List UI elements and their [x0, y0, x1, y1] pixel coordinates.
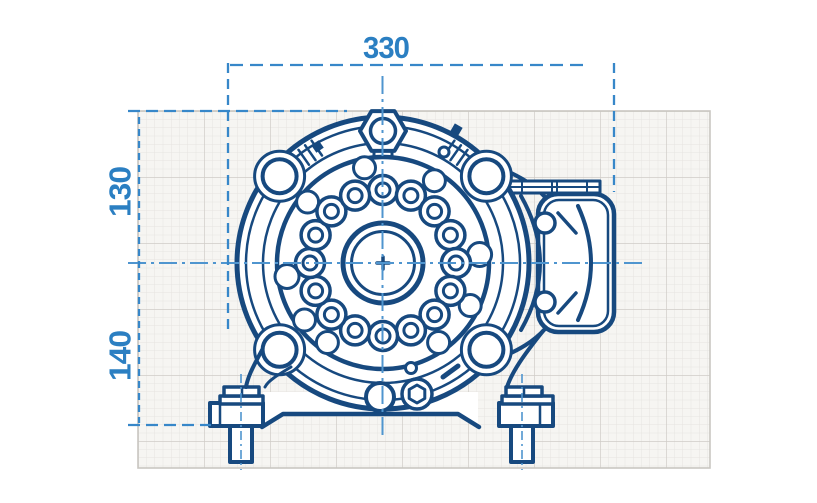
clip-tab-right: [450, 123, 463, 136]
dimension-height-lower-140: 140: [103, 331, 211, 427]
housing-bolt-lower: [533, 290, 557, 314]
drain-plug: [400, 377, 434, 411]
left-foot-plate: [208, 401, 265, 428]
top-hex-bolt: [358, 109, 408, 160]
clip-tab-left: [311, 140, 324, 153]
bottom-details: [244, 348, 461, 413]
housing-bolt-upper: [533, 211, 557, 235]
centerlines: [128, 76, 646, 470]
base-underside-edge: [259, 411, 482, 430]
roller-bearing-ring: [293, 173, 473, 353]
dimension-label-height-upper: 130: [103, 167, 138, 217]
inner-bolt-circle-ring: [273, 155, 494, 355]
right-anchor-bolt-head: [500, 385, 555, 406]
dimension-height-upper-130: 130: [103, 109, 347, 423]
dimension-label-height-lower: 140: [103, 331, 138, 381]
dimension-width-330: 330: [226, 30, 616, 334]
flange-bolt-holes: [253, 149, 513, 377]
bottom-plug: [364, 381, 396, 413]
dimension-label-width: 330: [363, 30, 409, 65]
right-foot-plate: [497, 401, 555, 428]
